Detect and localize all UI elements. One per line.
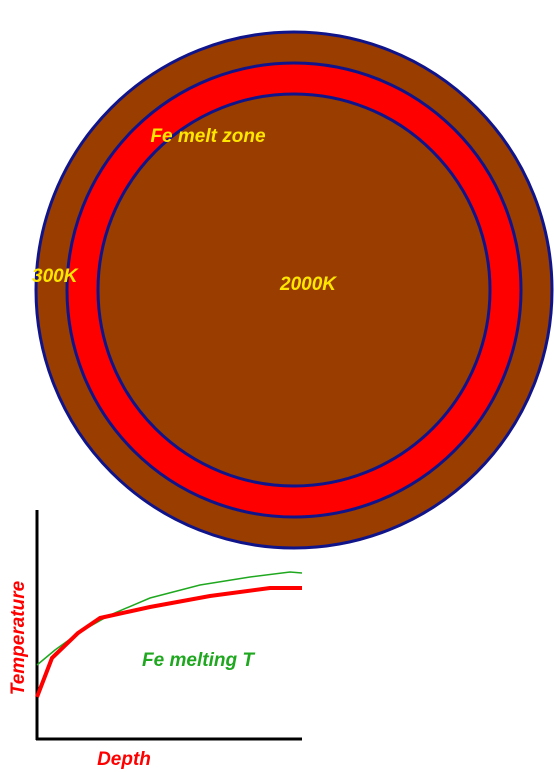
surface-temperature-label: 300K [32, 266, 79, 287]
inner-interior [96, 92, 492, 488]
fe-melting-curve-label: Fe melting T [142, 650, 255, 671]
planet-cross-section [34, 30, 554, 550]
interior-temperature-label: 2000K [279, 274, 337, 295]
temperature-curve [35, 586, 302, 698]
fe-melt-zone-label: Fe melt zone [150, 126, 266, 147]
x-axis-label: Depth [97, 749, 151, 770]
fe-melting-temperature-curve [36, 571, 303, 666]
y-axis-label: Temperature [8, 580, 29, 695]
temperature-depth-graph [35, 510, 303, 741]
